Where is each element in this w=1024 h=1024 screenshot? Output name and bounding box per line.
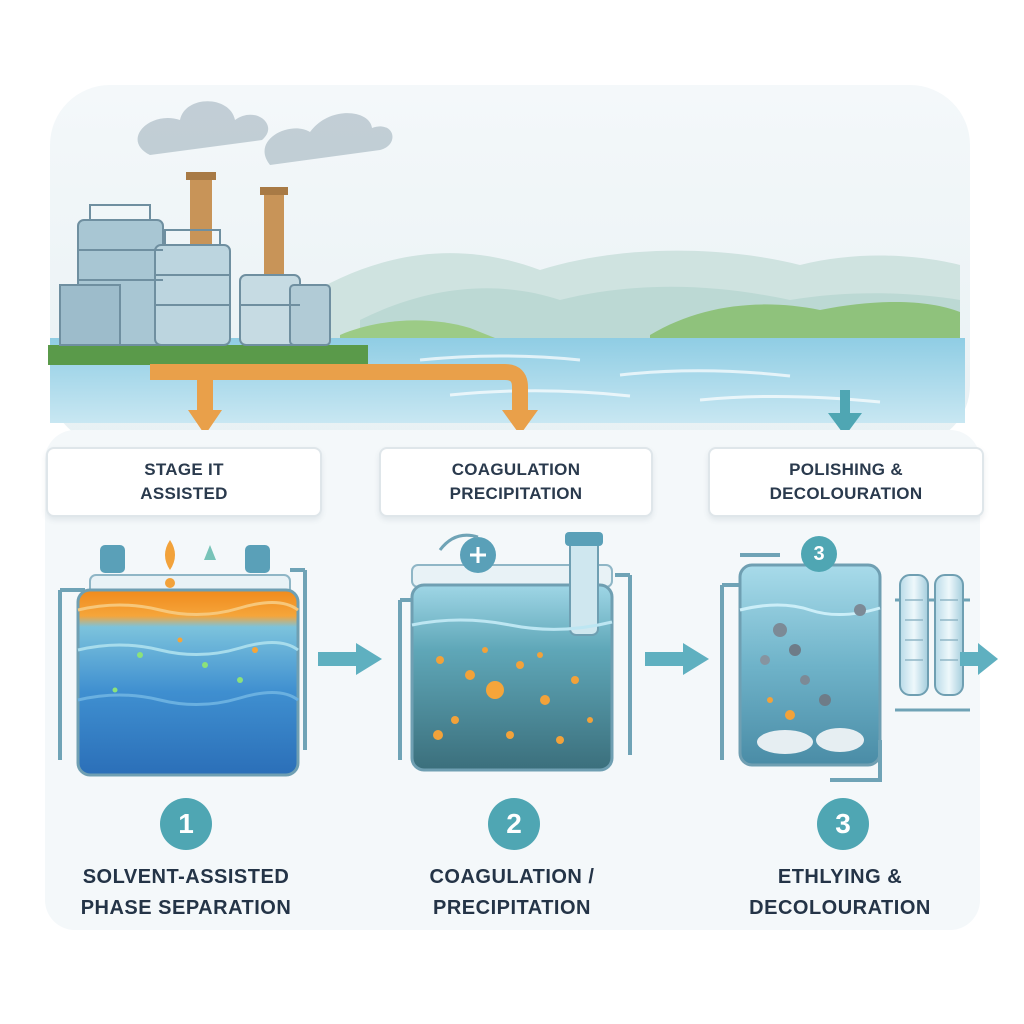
step-1-caption-line2: PHASE SEPARATION <box>80 897 292 919</box>
stage-header-2: COAGULATION PRECIPITATION <box>379 447 653 517</box>
step-3-caption-line1: ETHLYING & <box>777 866 903 888</box>
factory-illustration <box>48 101 393 365</box>
flow-arrow-2 <box>645 643 709 675</box>
tank-3-badge: 3 <box>801 536 837 572</box>
step-3-caption-line2: DECOLOURATION <box>749 897 931 919</box>
flow-down-arrows <box>188 390 862 436</box>
tank-phase-separation <box>58 540 307 777</box>
step-1-caption: SOLVENT-ASSISTED PHASE SEPARATION <box>26 862 346 924</box>
effluent-pipes <box>150 364 528 415</box>
stage-header-3-line1: POLISHING & <box>789 460 903 479</box>
step-2-badge: 2 <box>488 798 540 850</box>
step-2-caption-line1: COAGULATION / <box>429 866 595 888</box>
step-2-caption: COAGULATION / PRECIPITATION <box>352 862 672 924</box>
stage-header-1-line1: STAGE IT <box>144 460 224 479</box>
stage-header-1-line2: ASSISTED <box>140 484 228 503</box>
stage-header-2-line2: PRECIPITATION <box>449 484 583 503</box>
step-1-caption-line1: SOLVENT-ASSISTED <box>82 866 290 888</box>
stage-header-3: POLISHING & DECOLOURATION <box>708 447 984 517</box>
stage-header-1: STAGE IT ASSISTED <box>46 447 322 517</box>
stage-header-2-line1: COAGULATION <box>451 460 581 479</box>
step-1-badge: 1 <box>160 798 212 850</box>
tank-polishing <box>720 553 998 782</box>
tank-coagulation <box>398 532 632 772</box>
stage-header-3-line2: DECOLOURATION <box>769 484 923 503</box>
step-3-badge: 3 <box>817 798 869 850</box>
step-2-caption-line2: PRECIPITATION <box>433 897 591 919</box>
step-3-caption: ETHLYING & DECOLOURATION <box>680 862 1000 924</box>
flow-arrow-1 <box>318 643 382 675</box>
